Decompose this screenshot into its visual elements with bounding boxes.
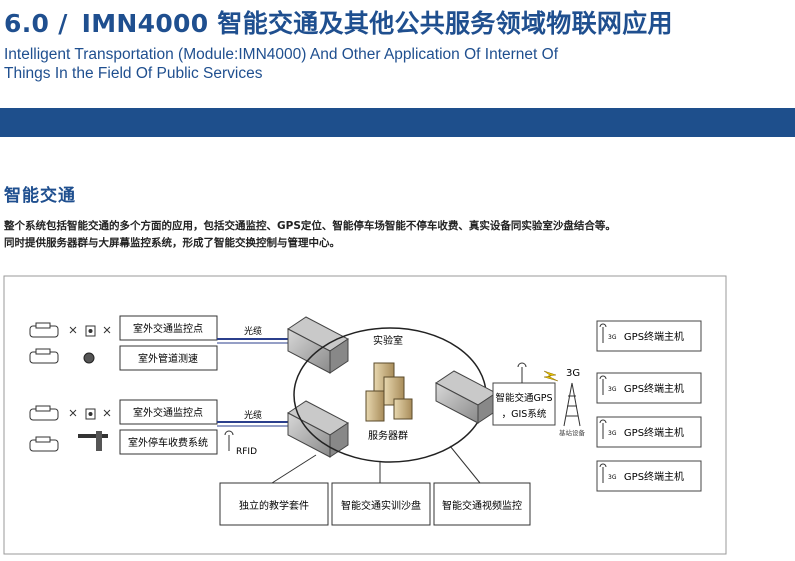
page-title: 6.0 / IMN4000 智能交通及其他公共服务领域物联网应用 — [4, 4, 673, 40]
gear-icon — [83, 352, 95, 364]
sensor-icon — [85, 325, 96, 337]
switch-device-1 — [287, 316, 349, 374]
gps-terminal-4: 3G GPS终端主机 — [596, 460, 702, 492]
camera-icon — [69, 409, 77, 417]
video-monitor-box — [433, 482, 531, 526]
gps-terminal-label-2: GPS终端主机 — [624, 382, 684, 395]
parking-fee-label: 室外停车收费系统 — [128, 436, 208, 449]
parking-fee-box — [119, 429, 218, 455]
description-line-1: 整个系统包括智能交通的多个方面的应用，包括交通监控、GPS定位、智能停车场智能不… — [4, 220, 616, 232]
gps-terminal-label-4: GPS终端主机 — [624, 470, 684, 483]
rfid-label: RFID — [236, 447, 257, 457]
outdoor-monitor-label-1: 室外交通监控点 — [133, 322, 203, 335]
gps-terminal-3: 3G GPS终端主机 — [596, 416, 702, 448]
outdoor-monitor-box-1 — [119, 315, 218, 341]
section-description: 整个系统包括智能交通的多个方面的应用，包括交通监控、GPS定位、智能停车场智能不… — [4, 218, 616, 252]
title-text: IMN4000 智能交通及其他公共服务领域物联网应用 — [81, 9, 673, 38]
lab-label: 实验室 — [373, 334, 403, 347]
section-number: 6.0 / — [4, 9, 68, 38]
server-cluster-icon — [365, 362, 413, 422]
subtitle-line-2: Things In the Field Of Public Services — [4, 65, 263, 82]
barrier-gate-icon — [78, 431, 108, 451]
teaching-kit-label: 独立的教学套件 — [239, 499, 309, 512]
rfid-antenna-icon — [224, 430, 234, 451]
label-3g: 3G — [566, 368, 580, 379]
system-diagram: 室外交通监控点 室外管道测速 光缆 室外交通监控点 室外停车收费系统 光缆 RF… — [3, 275, 727, 555]
outdoor-monitor-label-2: 室外交通监控点 — [133, 406, 203, 419]
car-icon — [29, 436, 59, 452]
switch-device-2 — [287, 400, 349, 458]
switch-device-3 — [435, 370, 497, 424]
gps-gis-label-2: ，GIS系统 — [502, 408, 547, 420]
terminal-3g-label: 3G — [608, 430, 617, 437]
teaching-kit-box — [219, 482, 329, 526]
gps-terminal-label-3: GPS终端主机 — [624, 426, 684, 439]
terminal-3g-label: 3G — [608, 474, 617, 481]
sensor-icon — [85, 408, 96, 420]
connector-line — [449, 445, 481, 484]
header-band — [0, 108, 795, 137]
gps-gis-box — [492, 382, 556, 426]
car-icon — [29, 405, 59, 421]
section-title: 智能交通 — [4, 186, 76, 206]
terminal-3g-label: 3G — [608, 334, 617, 341]
tower-label: 基站设备 — [559, 428, 586, 437]
video-monitor-label: 智能交通视频监控 — [442, 499, 522, 512]
diagram-frame — [3, 275, 727, 555]
fiber-label-1: 光缆 — [244, 325, 262, 337]
camera-icon — [69, 326, 77, 334]
sandbox-label: 智能交通实训沙盘 — [341, 499, 421, 512]
sandbox-box — [331, 482, 431, 526]
camera-icon — [103, 326, 111, 334]
speed-test-box — [119, 345, 218, 371]
lightning-icon — [543, 370, 559, 382]
gps-terminal-1: 3G GPS终端主机 — [596, 320, 702, 352]
terminal-3g-label: 3G — [608, 386, 617, 393]
camera-icon — [103, 409, 111, 417]
server-label: 服务器群 — [368, 429, 408, 442]
page-subtitle: Intelligent Transportation (Module:IMN40… — [4, 45, 558, 83]
subtitle-line-1: Intelligent Transportation (Module:IMN40… — [4, 46, 558, 63]
fiber-label-2: 光缆 — [244, 409, 262, 421]
cell-tower-icon — [563, 382, 581, 427]
connector-line — [271, 454, 317, 484]
gps-gis-label-1: 智能交通GPS — [495, 392, 552, 404]
gps-terminal-2: 3G GPS终端主机 — [596, 372, 702, 404]
gps-terminal-label-1: GPS终端主机 — [624, 330, 684, 343]
outdoor-monitor-box-2 — [119, 399, 218, 425]
description-line-2: 同时提供服务器群与大屏幕监控系统，形成了智能交换控制与管理中心。 — [4, 237, 340, 249]
car-icon — [29, 348, 59, 364]
antenna-icon — [517, 362, 527, 383]
speed-test-label: 室外管道测速 — [138, 352, 198, 365]
car-icon — [29, 322, 59, 338]
